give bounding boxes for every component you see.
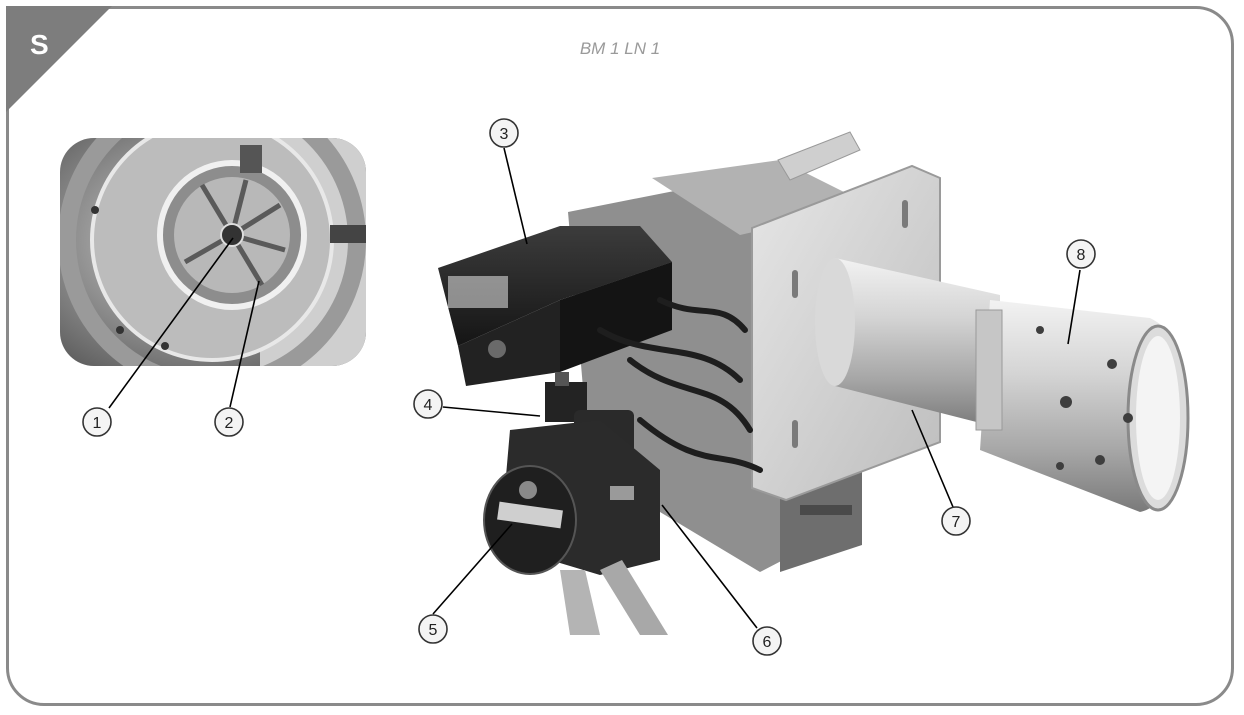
callout-8: 8 — [1066, 239, 1096, 269]
svg-text:8: 8 — [1077, 247, 1086, 264]
callout-2: 2 — [214, 407, 244, 437]
callout-3: 3 — [489, 118, 519, 148]
svg-text:1: 1 — [93, 415, 102, 432]
callout-5: 5 — [418, 614, 448, 644]
section-letter: S — [30, 29, 49, 60]
svg-text:5: 5 — [429, 622, 438, 639]
svg-text:6: 6 — [763, 634, 772, 651]
svg-text:3: 3 — [500, 126, 509, 143]
callout-1: 1 — [82, 407, 112, 437]
callout-6: 6 — [752, 626, 782, 656]
model-title: BM 1 LN 1 — [580, 39, 660, 58]
callout-4: 4 — [413, 389, 443, 419]
leader-lines — [108, 147, 1081, 629]
svg-text:7: 7 — [952, 514, 961, 531]
svg-text:2: 2 — [225, 415, 234, 432]
section-corner-tab: S — [6, 6, 112, 112]
oil-burner-illustration — [438, 131, 1190, 635]
svg-text:4: 4 — [424, 397, 433, 414]
callout-7: 7 — [941, 506, 971, 536]
burner-head-closeup-inset — [60, 138, 366, 366]
